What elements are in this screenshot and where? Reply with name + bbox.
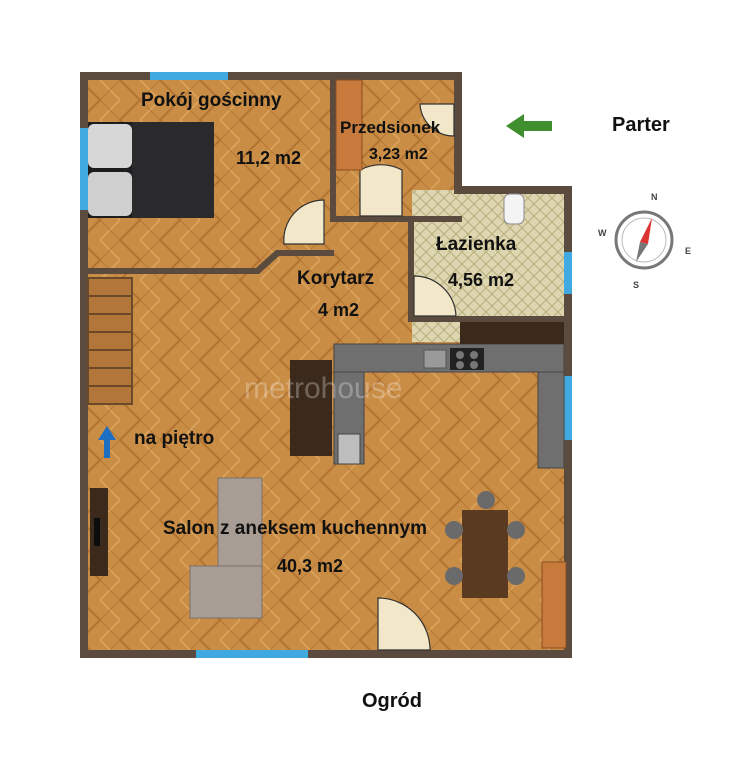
sink <box>423 349 447 369</box>
bathroom-name: Łazienka <box>436 234 517 255</box>
compass-n: N <box>651 192 658 202</box>
vestibule-area: 3,23 m2 <box>369 146 428 163</box>
fridge <box>290 360 332 456</box>
kitchen-counter <box>333 343 565 469</box>
living-room-area: 40,3 m2 <box>277 556 344 576</box>
stairs-up-arrow-icon <box>98 426 116 458</box>
guest-room-name: Pokój gościnny <box>141 90 282 111</box>
sofa <box>189 477 263 619</box>
cooktop <box>450 348 484 370</box>
dining-table <box>445 491 525 598</box>
tv-icon <box>94 518 100 546</box>
compass-w: W <box>598 228 607 238</box>
entrance-arrow-icon <box>506 114 552 138</box>
bathroom-cabinet <box>460 322 564 344</box>
doors <box>283 103 457 651</box>
bed <box>88 122 214 218</box>
corridor-area: 4 m2 <box>318 300 360 320</box>
sideboard <box>541 561 567 649</box>
floor-label: Parter <box>612 114 670 136</box>
living-room-name: Salon z aneksem kuchennym <box>163 518 427 539</box>
bathroom-area: 4,56 m2 <box>448 270 515 290</box>
guest-room-area: 11,2 m2 <box>236 148 302 168</box>
toilet <box>503 193 525 225</box>
compass-s: S <box>633 280 640 290</box>
compass-e: E <box>685 246 692 256</box>
stairs-label: na piętro <box>134 428 215 449</box>
compass-icon <box>614 210 674 270</box>
watermark: metrohouse <box>244 372 403 405</box>
stairs <box>87 277 133 405</box>
corridor-name: Korytarz <box>297 268 375 289</box>
windows <box>80 72 572 658</box>
vestibule-name: Przedsionek <box>340 118 441 137</box>
garden-label: Ogród <box>362 690 422 712</box>
wardrobe <box>335 79 363 171</box>
